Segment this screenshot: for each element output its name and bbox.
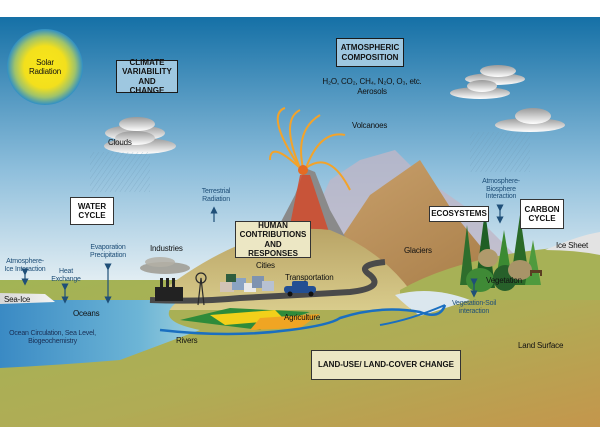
box-line: AND CHANGE (129, 76, 165, 95)
label-line: Biosphere (486, 185, 516, 193)
box-line: CLIMATE (129, 58, 165, 68)
label-line: Atmosphere- (6, 258, 44, 265)
label-line: Biogeochemistry (28, 337, 77, 345)
vegetation-label: Vegetation (486, 276, 522, 285)
land-surface-label: Land Surface (518, 341, 564, 350)
cities-label: Cities (256, 261, 275, 270)
label-line: Solar (36, 58, 54, 67)
volcanoes-label: Volcanoes (352, 121, 388, 130)
box-line: ECOSYSTEMS (431, 209, 487, 219)
label-line: Radiation (28, 66, 61, 76)
box-line: AND RESPONSES (248, 239, 298, 258)
river (159, 304, 447, 336)
ecosystems-box: ECOSYSTEMS (429, 206, 489, 222)
cloud-icon (104, 117, 176, 154)
glaciers-label: Glaciers (404, 246, 432, 255)
ocean (0, 300, 200, 368)
sea-ice (0, 293, 55, 304)
ocean-circulation-label: Ocean Circulation, Sea Level,Biogeochemi… (5, 330, 100, 345)
box-line: LAND-USE/ LAND-COVER CHANGE (318, 360, 454, 370)
label-line: Atmosphere- (482, 178, 520, 185)
box-line: CARBON (524, 204, 560, 214)
ice-sheet-label: Ice Sheet (556, 241, 589, 250)
sea-ice-label: Sea-Ice (4, 295, 31, 304)
factory-icon (140, 257, 190, 301)
transportation-label: Transportation (285, 273, 334, 282)
box-line: HUMAN (258, 221, 288, 231)
box-line: WATER (77, 201, 107, 211)
road (149, 259, 386, 304)
cloud-icon (450, 65, 525, 99)
city-icon (220, 274, 274, 292)
cloud-icon (495, 108, 565, 132)
glacier (395, 291, 470, 316)
box-line: CYCLE (528, 214, 556, 223)
label-line: Ocean Circulation, Sea Level, (9, 330, 96, 337)
label-line: Terrestrial (201, 188, 231, 195)
rain (470, 132, 530, 172)
box-line: COMPOSITION (341, 52, 399, 62)
agriculture-label: Agriculture (284, 313, 321, 322)
aerosols-label: Aerosols (357, 87, 387, 96)
sun-icon (7, 29, 83, 105)
river (379, 304, 446, 326)
label-line: interaction (458, 307, 490, 315)
windmill-icon (195, 272, 207, 306)
atmosphere-ice-label: Atmosphere-Ice Interaction (2, 258, 48, 273)
label-line: Exchange (51, 275, 81, 283)
arrows (21, 204, 504, 304)
box-line: VARIABILITY (122, 67, 172, 77)
label-line: Interaction (485, 193, 517, 201)
label-line: Vegetation-Soil (451, 300, 497, 307)
label-line: Radiation (202, 195, 230, 203)
box-line: CONTRIBUTIONS (239, 230, 307, 240)
label-line: Precipitation (90, 251, 126, 259)
rivers-label: Rivers (176, 336, 198, 345)
volcano-eruption (269, 107, 351, 191)
oceans-label: Oceans (73, 309, 100, 318)
box-line: CYCLE (78, 211, 106, 220)
agriculture-fields (250, 314, 320, 330)
label-line: Evaporation (90, 244, 126, 251)
car-icon (284, 281, 316, 297)
box-line: ATMOSPHERIC (340, 43, 400, 53)
rain (90, 152, 150, 192)
industries-label: Industries (150, 244, 183, 253)
clouds-label: Clouds (108, 138, 132, 147)
land-use-box: LAND-USE/ LAND-COVER CHANGE (311, 350, 461, 380)
gases-label: H₂O, CO₂, CH₄, N₂O, O₃, etc. (322, 77, 422, 86)
label-line: Ice Interaction (4, 265, 46, 273)
animal-icon (530, 270, 542, 276)
label-line: Heat (59, 268, 73, 275)
ice-sheet (545, 232, 600, 255)
